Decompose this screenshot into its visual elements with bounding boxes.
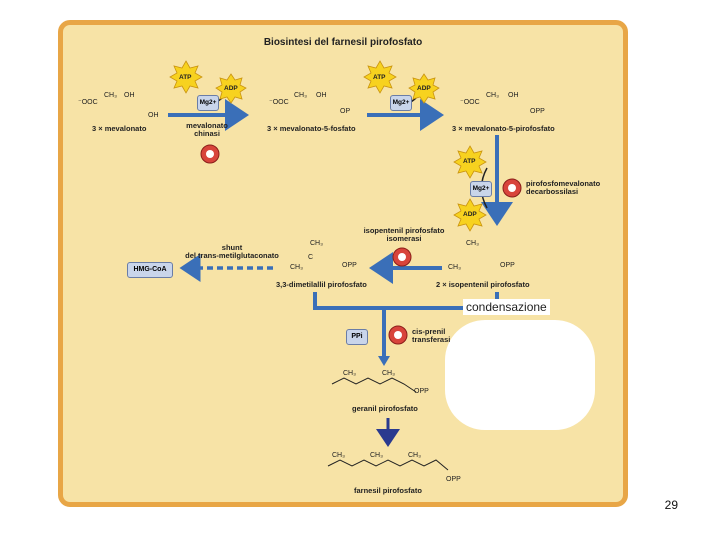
enzyme-icon-4: [388, 325, 408, 345]
c5-ch3: CH₃: [310, 240, 323, 247]
shunt-label: shunt del trans-metilglutaconato: [182, 244, 282, 260]
hmg-coa-badge: HMG-CoA: [127, 262, 173, 278]
adp-label-1: ADP: [224, 85, 238, 92]
compound-farnesyl-pp: farnesil pirofosfato: [354, 486, 422, 495]
ppi-badge: PPi: [346, 329, 368, 345]
enzyme-icon-1: [200, 144, 220, 164]
c2-ch3: CH₃: [294, 92, 307, 99]
c3-ch3: CH₃: [486, 92, 499, 99]
enzyme-4-line2: transferasi: [412, 335, 451, 345]
c7-opp: OPP: [446, 476, 461, 483]
mg-badge-3: Mg2+: [470, 181, 492, 197]
enzyme-2-line2: decarbossilasi: [526, 187, 579, 197]
c7-ch3-b: CH₃: [370, 452, 383, 459]
enzyme-4-line1: cis-prenil: [412, 327, 446, 336]
enzyme-icon-3: [392, 247, 412, 267]
c3-oh-top: OH: [508, 92, 519, 99]
adp-burst-3: [453, 198, 487, 232]
c2-oh-top: OH: [316, 92, 327, 99]
c7-ch3-a: CH₃: [332, 452, 345, 459]
enzyme-2-line1: pirofosfomevalonato: [526, 179, 601, 188]
c5-ch3-b: CH₃: [290, 264, 303, 271]
c6-opp: OPP: [414, 388, 429, 395]
compound-dimethylallyl-pp: 3,3-dimetilallil pirofosfato: [276, 280, 367, 289]
c4-ch3: CH₃: [466, 240, 479, 247]
c6-ch3-a: CH₃: [343, 370, 356, 377]
c1-ch3: CH₃: [104, 92, 117, 99]
enzyme-cis-prenyltransferase: cis-prenil transferasi: [412, 327, 451, 345]
c4-ch3-b: CH₃: [448, 264, 461, 271]
c6-ch3-b: CH₃: [382, 370, 395, 377]
adp-burst-1: [215, 73, 247, 104]
compound-mevalonate: 3 × mevalonato: [92, 124, 147, 133]
condensation-label: condensazione: [463, 299, 550, 315]
overlay-mask: [445, 320, 595, 430]
compound-mevalonate-5-pyrophosphate: 3 × mevalonato-5-pirofosfato: [452, 124, 555, 133]
c7-ch3-c: CH₃: [408, 452, 421, 459]
atp-burst-1: [169, 60, 203, 94]
c1-ooc: ⁻OOC: [78, 99, 98, 106]
compound-geranyl-pp: geranil pirofosfato: [352, 404, 418, 413]
mg-badge-2: Mg2+: [390, 95, 412, 111]
shunt-line2: del trans-metilglutaconato: [185, 250, 279, 260]
adp-label-3: ADP: [463, 211, 477, 218]
enzyme-icon-2: [502, 178, 522, 198]
atp-label-1: ATP: [179, 74, 192, 81]
c2-ooc: ⁻OOC: [269, 99, 289, 106]
atp-burst-2: [363, 60, 397, 94]
c1-oh-top: OH: [124, 92, 135, 99]
c2-op: OP: [340, 108, 351, 115]
enzyme-3-line1: isopentenil pirofosfato: [363, 226, 445, 235]
c5-c: C: [308, 254, 314, 261]
atp-label-2: ATP: [373, 74, 386, 81]
atp-label-3: ATP: [463, 158, 476, 165]
enzyme-3-line2: isomerasi: [386, 233, 422, 243]
c3-ooc: ⁻OOC: [460, 99, 480, 106]
c5-opp: OPP: [342, 262, 357, 269]
adp-burst-2: [408, 73, 440, 104]
compound-isopentenyl-pp: 2 × isopentenil pirofosfato: [436, 280, 530, 289]
shunt-line1: shunt: [221, 243, 243, 252]
adp-label-2: ADP: [417, 85, 431, 92]
c4-opp: OPP: [500, 262, 515, 269]
c1-oh: OH: [148, 112, 159, 119]
c3-opp: OPP: [530, 108, 545, 115]
enzyme-mevalonate-kinase: mevalonato chinasi: [176, 122, 238, 138]
enzyme-isomerase: isopentenil pirofosfato isomerasi: [356, 227, 452, 243]
atp-burst-3: [453, 145, 487, 179]
compound-mevalonate-5-phosphate: 3 × mevalonato-5-fosfato: [267, 124, 356, 133]
figure-title: Biosintesi del farnesil pirofosfato: [263, 37, 423, 48]
enzyme-1-line2: chinasi: [194, 128, 220, 138]
mg-badge-1: Mg2+: [197, 95, 219, 111]
enzyme-decarboxylase: pirofosfomevalonato decarbossilasi: [526, 179, 601, 197]
enzyme-1-line1: mevalonato: [186, 121, 228, 130]
page-number: 29: [664, 498, 678, 512]
